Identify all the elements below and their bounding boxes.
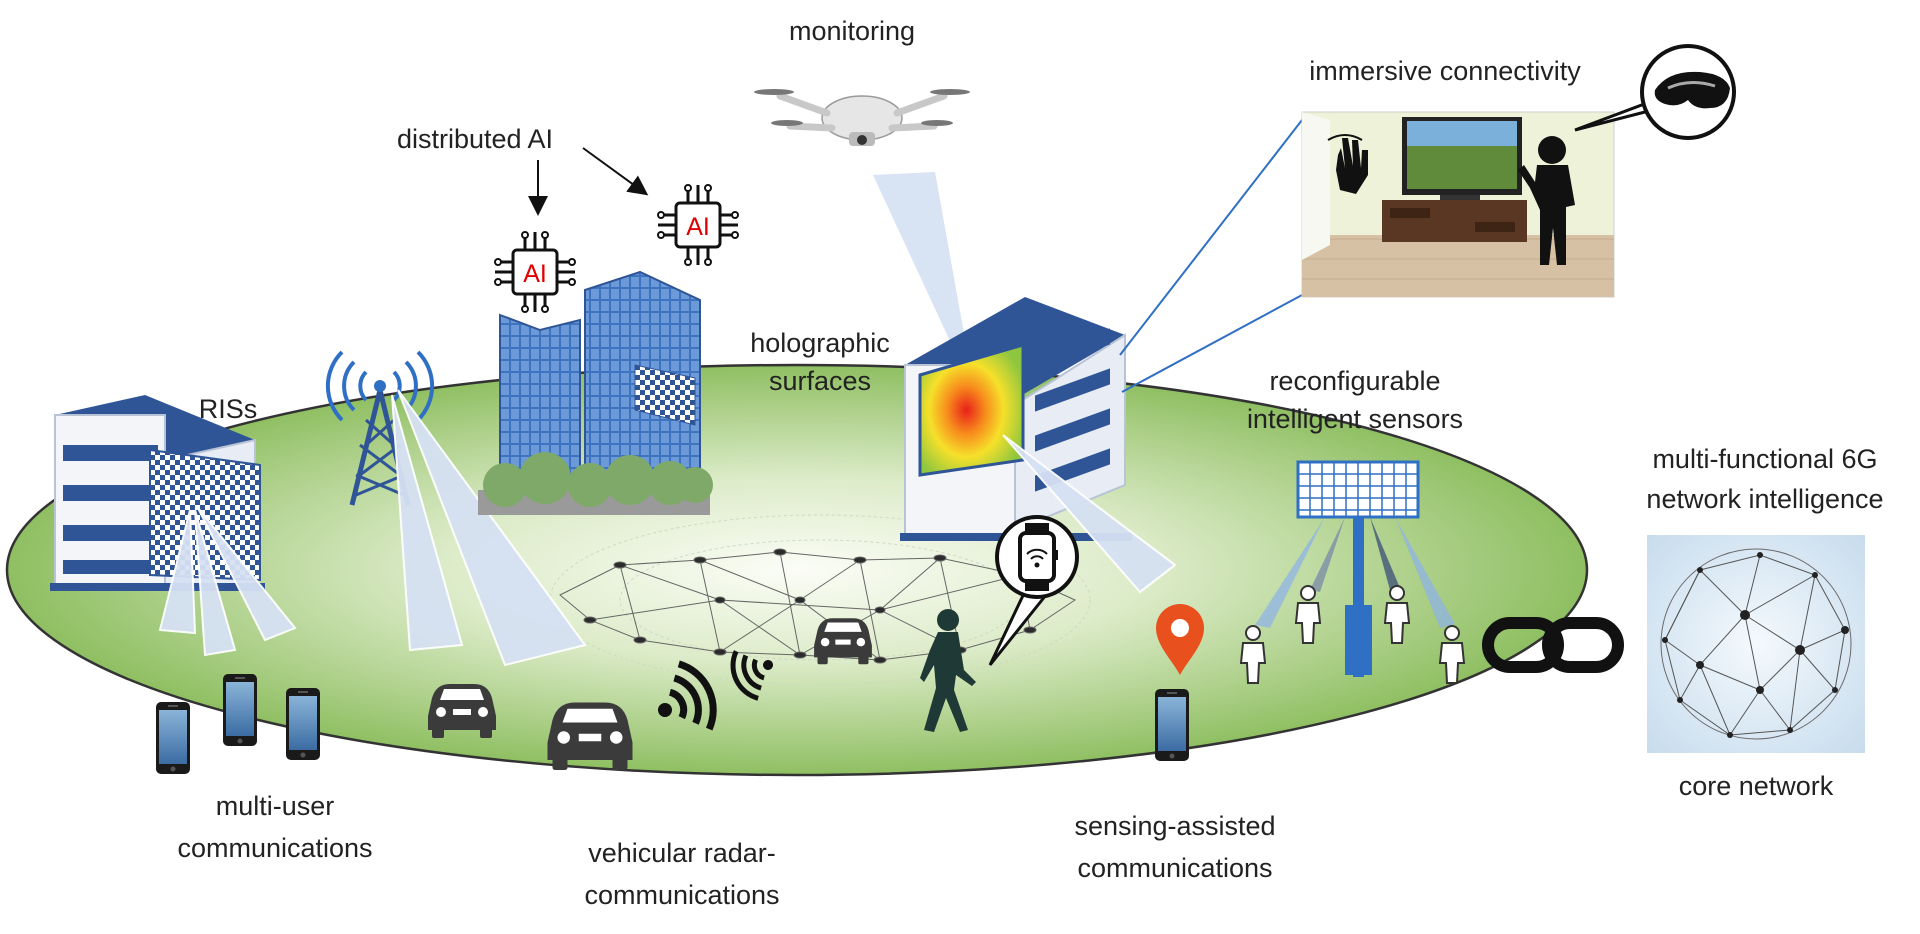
car-icon xyxy=(814,618,872,665)
car-icon xyxy=(547,702,633,770)
pedestrian-icon xyxy=(920,609,976,732)
antenna-beams xyxy=(391,389,587,667)
wifi-signal-icon xyxy=(658,660,717,731)
ai-chip-icon: AI xyxy=(656,183,740,267)
network-globe-icon xyxy=(1647,535,1865,753)
callout-line xyxy=(1119,119,1303,356)
label-distributed-ai: distributed AI xyxy=(397,124,553,154)
smartwatch-bubble xyxy=(988,515,1079,666)
label-multi-user: multi-user xyxy=(216,791,335,821)
ris-beams xyxy=(158,507,297,657)
label-riss: RISs xyxy=(199,394,258,424)
label-intelligent-sensors: intelligent sensors xyxy=(1247,404,1463,434)
car-icon xyxy=(428,684,496,738)
arrow-to-ai-chip xyxy=(582,147,649,196)
label-holographic: holographic xyxy=(750,328,890,358)
ai-chip-icon: AI xyxy=(493,230,577,314)
label-sensing-communications: communications xyxy=(1077,853,1272,883)
ris-building-icon xyxy=(50,395,265,591)
smartphone-icon xyxy=(1155,689,1189,761)
smartwatch-icon xyxy=(1018,523,1058,591)
label-reconfigurable: reconfigurable xyxy=(1269,366,1440,396)
sensor-beams xyxy=(1255,517,1455,628)
vr-headset-icon xyxy=(1654,71,1730,109)
callout-line xyxy=(1121,294,1303,393)
label-monitoring: monitoring xyxy=(789,16,915,46)
wifi-signal-icon xyxy=(730,650,773,701)
location-pin-icon xyxy=(1156,604,1204,675)
city-buildings-icon xyxy=(478,270,713,515)
antenna-tower-icon xyxy=(325,350,435,506)
vr-headset-bubble xyxy=(1574,44,1736,140)
label-immersive-connectivity: immersive connectivity xyxy=(1309,56,1581,86)
label-multifunctional: multi-functional 6G xyxy=(1652,444,1877,474)
child-silhouette-icon xyxy=(1518,136,1575,265)
holographic-beam xyxy=(1002,434,1177,594)
label-surfaces: surfaces xyxy=(769,366,871,396)
chain-link-icon xyxy=(1482,617,1624,673)
label-vehicular-radar: vehicular radar- xyxy=(588,838,776,868)
label-vehicular-communications: communications xyxy=(584,880,779,910)
holographic-building-icon xyxy=(900,297,1132,541)
ai-chip-label: AI xyxy=(523,260,547,288)
ai-chip-label: AI xyxy=(686,213,710,241)
smartphone-icon xyxy=(286,688,320,760)
smartphone-icon xyxy=(156,702,190,774)
hand-icon xyxy=(1336,138,1368,194)
label-core-network: core network xyxy=(1679,771,1834,801)
drone-beam xyxy=(873,172,975,395)
reconfigurable-sensor-icon xyxy=(1296,460,1420,677)
label-sensing-assisted: sensing-assisted xyxy=(1074,811,1275,841)
drone-icon xyxy=(754,89,970,146)
label-network-intelligence: network intelligence xyxy=(1646,484,1883,514)
label-communications: communications xyxy=(177,833,372,863)
smartphone-icon xyxy=(223,674,257,746)
immersive-room-picture xyxy=(1301,111,1615,298)
